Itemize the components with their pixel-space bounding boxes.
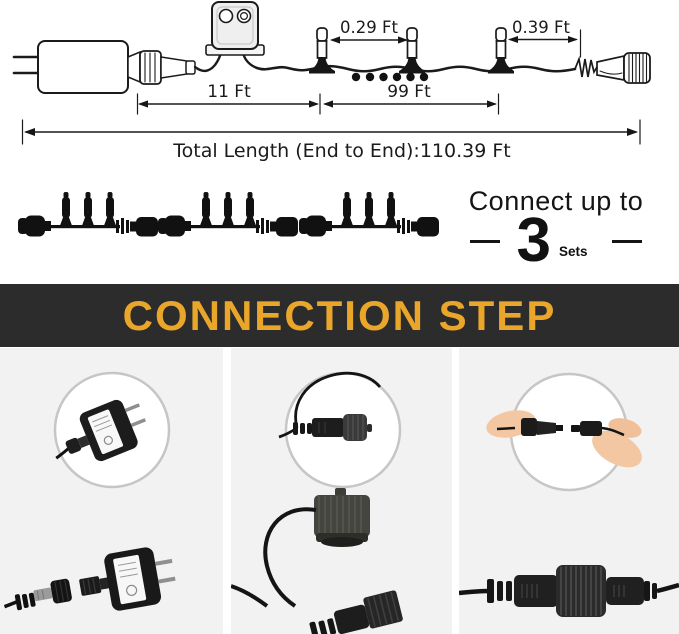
string-set-silhouette <box>299 192 439 237</box>
cap-and-plug-photo <box>231 371 403 634</box>
connect-sets-row: 3 Sets <box>456 206 656 276</box>
dimension-lead <box>136 93 321 115</box>
left-dash <box>470 239 501 243</box>
dimension-end-gap <box>508 29 582 58</box>
coil-drawing <box>574 55 598 78</box>
string-set-silhouette <box>158 192 298 237</box>
string-length-label: 99 Ft <box>387 82 431 102</box>
connector-join-photo <box>459 372 679 617</box>
total-length-label: Total Length (End to End):110.39 Ft <box>172 140 510 162</box>
end-gap-label: 0.39 Ft <box>512 18 570 37</box>
adapter-connection-photo <box>3 371 176 611</box>
continuation-dots <box>351 72 429 82</box>
dimension-string <box>323 93 500 115</box>
joined-connector-drawing <box>459 565 679 617</box>
bulb-drawing <box>488 27 514 74</box>
banner-title: CONNECTION STEP <box>122 291 557 339</box>
cap-removed-drawing <box>231 488 403 634</box>
string-set-silhouettes <box>18 192 439 237</box>
length-diagram: 0.29 Ft 0.39 Ft 11 Ft <box>12 1 651 162</box>
step-panel-adapter <box>0 348 223 634</box>
male-connector-drawing <box>596 52 651 84</box>
capped-connector-inset-drawing <box>278 371 382 441</box>
connect-up-to-text: Connect up to <box>468 186 644 216</box>
dimension-total <box>21 119 641 145</box>
sets-count: 3 <box>516 206 551 276</box>
right-dash <box>611 239 642 243</box>
connection-steps-section <box>0 347 679 634</box>
adapter-separated-drawing <box>3 547 176 611</box>
step-panel-join <box>459 348 679 634</box>
power-adapter-drawing <box>12 40 196 94</box>
bulb-drawing <box>309 27 335 74</box>
connection-step-banner: CONNECTION STEP <box>0 284 679 347</box>
adapter-inset-drawing <box>55 399 147 462</box>
sets-unit-label: Sets <box>558 243 588 259</box>
dimension-bulb-gap <box>330 36 408 44</box>
bulb-gap-label: 0.29 Ft <box>340 18 398 37</box>
lead-wire <box>193 50 223 73</box>
hands-joining-inset-drawing <box>486 410 642 468</box>
step-panel-cap <box>231 348 452 634</box>
bulb-drawing <box>399 27 425 74</box>
lead-length-label: 11 Ft <box>207 82 251 102</box>
string-set-silhouette <box>18 192 158 237</box>
controller-box-drawing <box>205 1 265 56</box>
